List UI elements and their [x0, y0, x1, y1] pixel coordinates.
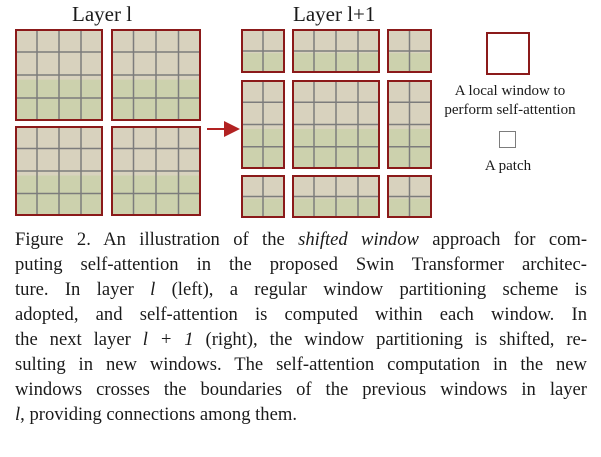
- legend-patch-label: A patch: [484, 158, 532, 174]
- right-window-r1c1: [241, 29, 285, 73]
- caption-line-8: l, providing connections among them.: [15, 404, 297, 425]
- right-layer-title: Layer l+1: [293, 2, 376, 26]
- left-window-top-left: [15, 29, 103, 121]
- figure-caption: Figure 2. An illustration of the shifted…: [15, 227, 587, 427]
- legend-window-label-line1: A local window to: [454, 83, 566, 99]
- left-window-bottom-right: [111, 126, 201, 216]
- right-window-r1c3: [387, 29, 432, 73]
- right-window-r1c2: [292, 29, 380, 73]
- right-window-r2c2: [292, 80, 380, 169]
- right-window-r2c1: [241, 80, 285, 169]
- caption-line-2: puting self-attention in the proposed Sw…: [15, 254, 587, 275]
- left-layer-title: Layer l: [72, 2, 133, 26]
- left-window-bottom-left: [15, 126, 103, 216]
- caption-line-7: windows crosses the boundaries of the pr…: [15, 379, 587, 400]
- caption-figure-label: Figure 2.: [15, 229, 91, 250]
- right-window-r2c3: [387, 80, 432, 169]
- right-window-r3c1: [241, 175, 285, 218]
- caption-line-5: the next layer l + 1 (right), the window…: [15, 329, 587, 350]
- caption-emphasis: shifted window: [298, 229, 419, 250]
- caption-line-1: Figure 2. An illustration of the shifted…: [15, 229, 588, 250]
- legend-patch-icon: [499, 131, 516, 148]
- caption-line-6: sulting in new windows. The self-attenti…: [15, 354, 587, 375]
- caption-line-4: adopted, and self-attention is computed …: [15, 304, 587, 325]
- legend-window-icon: [486, 32, 530, 75]
- right-window-r3c2: [292, 175, 380, 218]
- legend-window-label-line2: perform self-attention: [444, 102, 576, 118]
- left-window-top-right: [111, 29, 201, 121]
- caption-line-3: ture. In layer l (left), a regular windo…: [15, 279, 588, 300]
- right-window-r3c3: [387, 175, 432, 218]
- legend-window-label: A local window to perform self-attention: [440, 82, 580, 120]
